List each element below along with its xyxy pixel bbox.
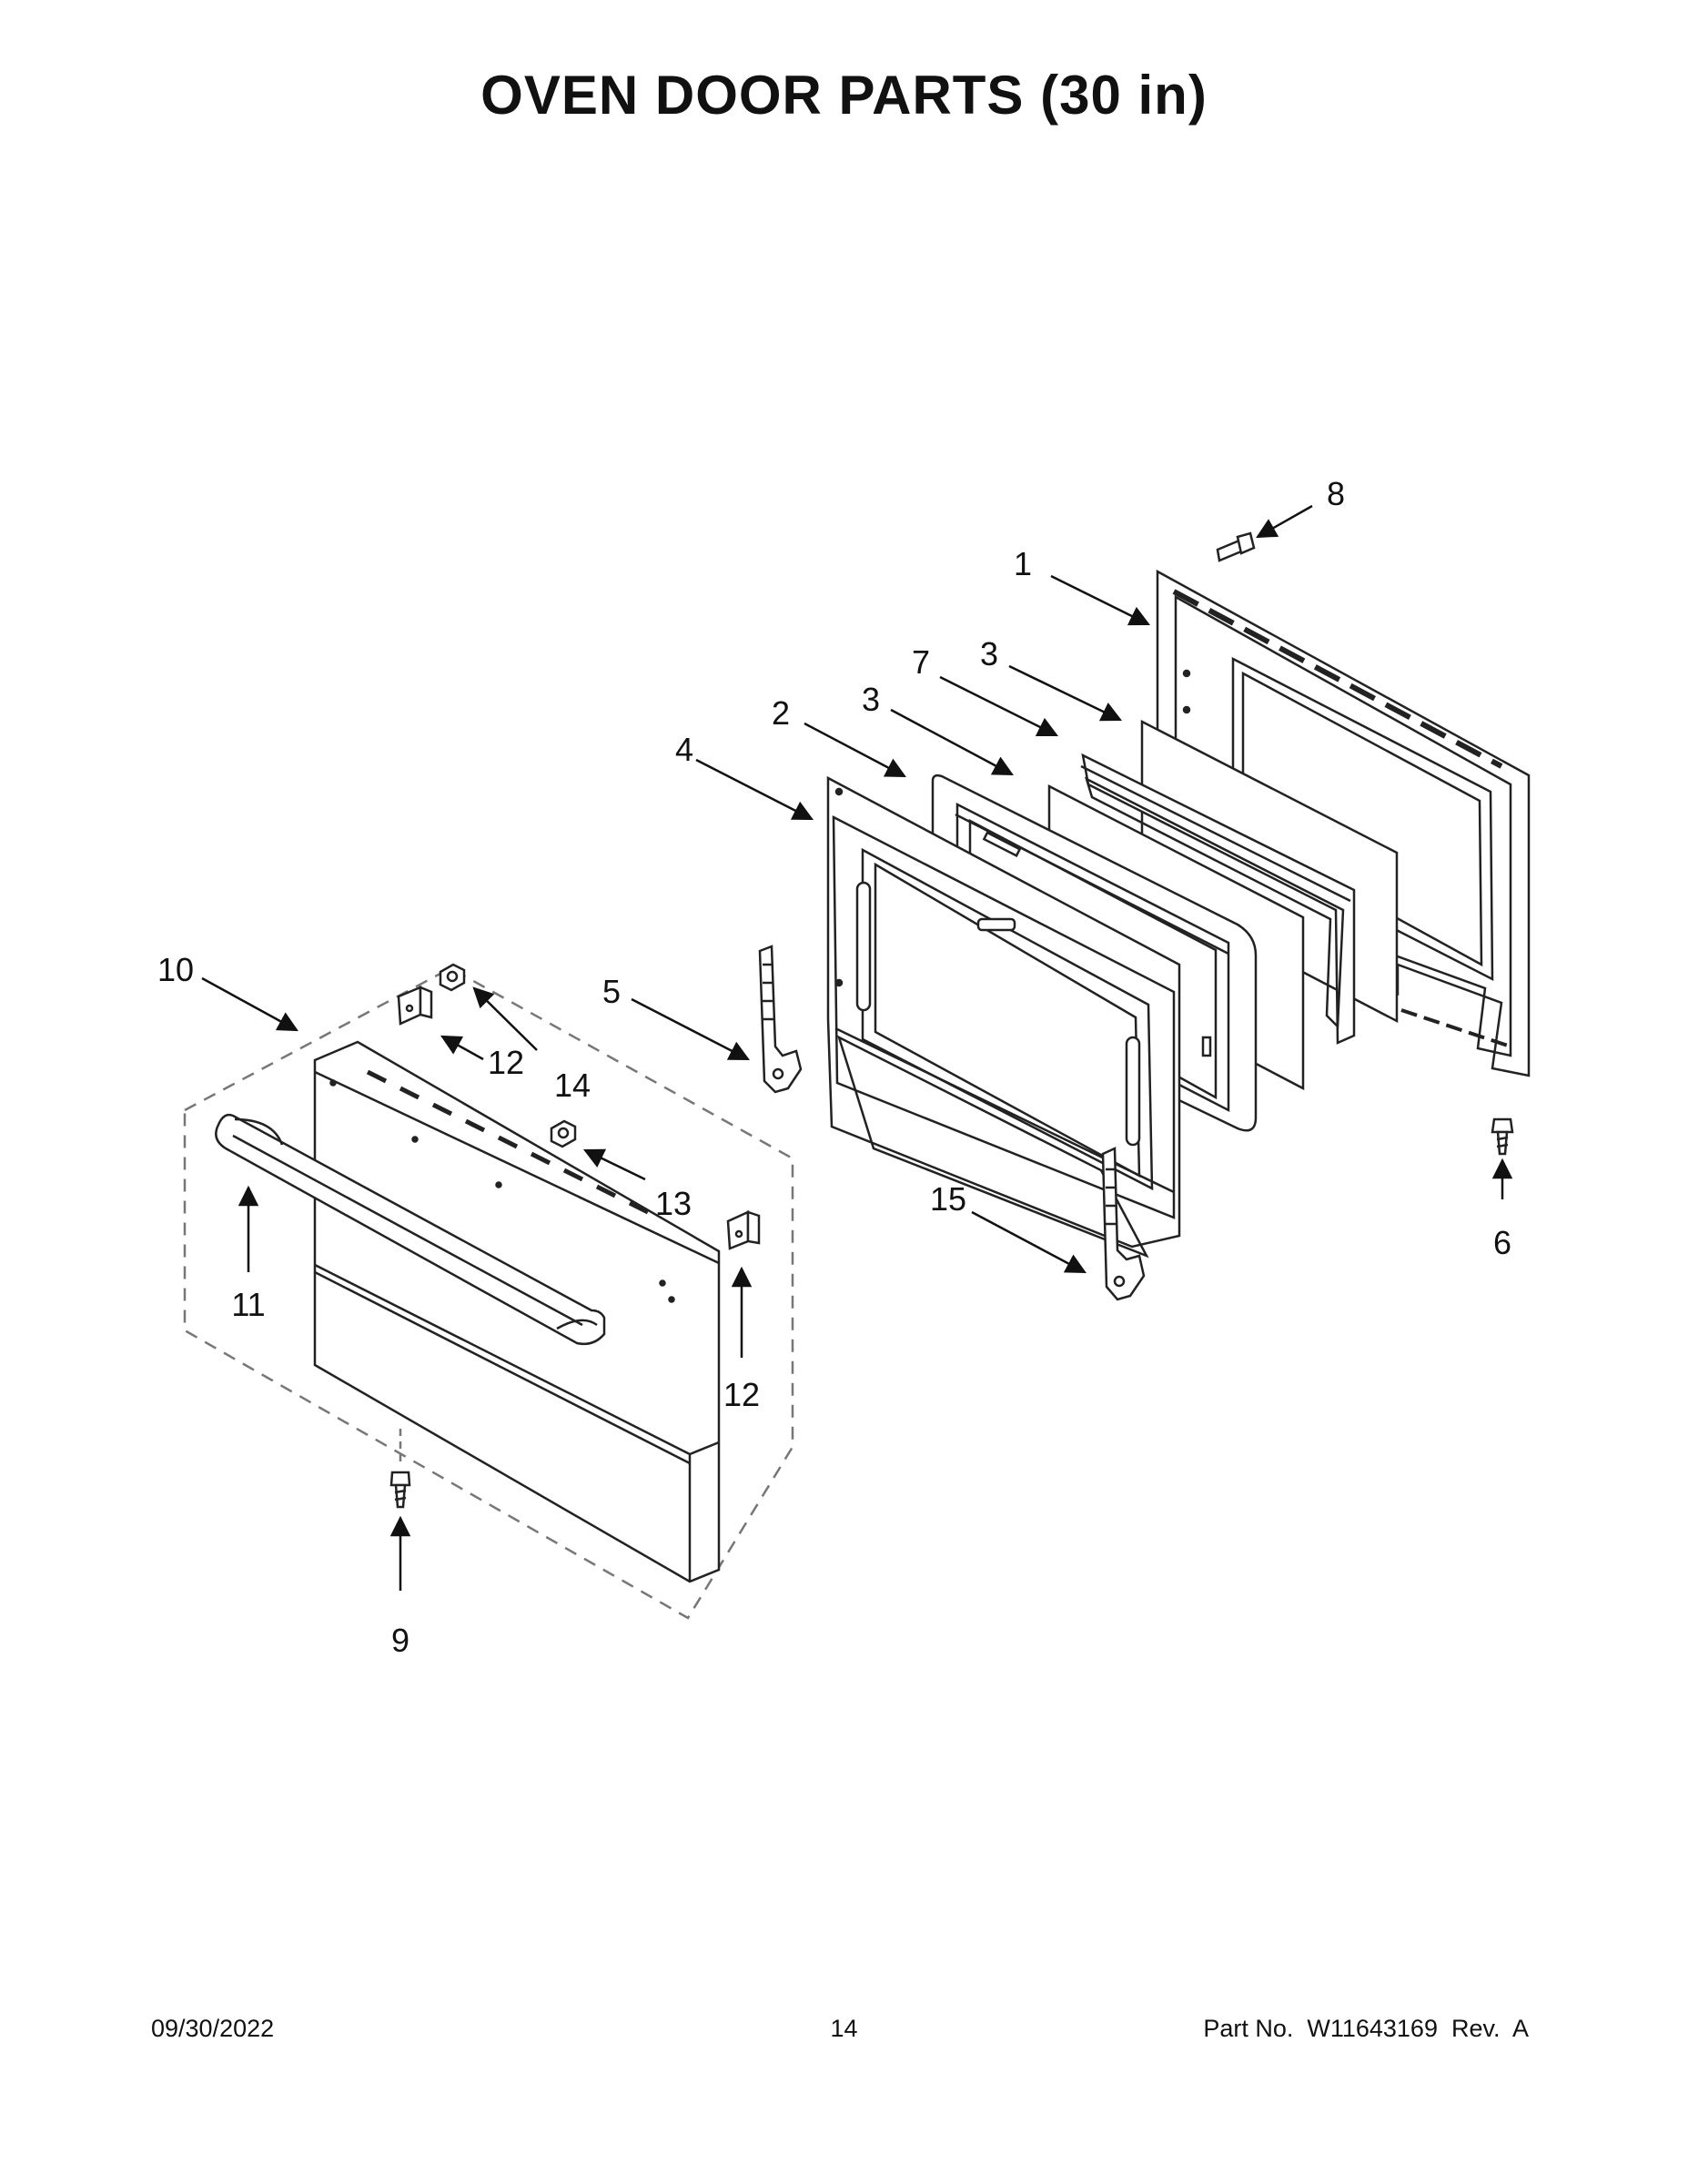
arrow-7 [939,675,1059,737]
callout-14: 14 [554,1067,591,1104]
part-5-hinge-left [758,945,803,1094]
callout-12b: 12 [723,1376,760,1413]
arrow-10 [201,976,298,1032]
arrow-1 [1050,574,1151,626]
arrow-3b [1008,664,1123,722]
page-title: OVEN DOOR PARTS (30 in) [480,65,1208,126]
part-11-handle [215,1113,606,1346]
callout-11: 11 [231,1286,265,1323]
part-7-glass-retainer [1080,753,1356,1045]
callout-10: 10 [157,951,194,988]
part-12-bracket-upper [397,986,433,1026]
callout-8: 8 [1327,475,1345,512]
footer-date: 09/30/2022 [151,2015,275,2042]
part-12-bracket-right [726,1210,761,1250]
part-1-inner-door-liner [1156,569,1531,1077]
callout-1: 1 [1014,545,1032,582]
part-15-hinge-right [1101,1147,1146,1301]
part-9-screw [389,1429,411,1509]
callout-9: 9 [391,1622,409,1659]
callout-6: 6 [1493,1224,1511,1261]
callout-4: 4 [675,731,693,768]
arrow-3a [890,708,1014,776]
callout-12a: 12 [488,1044,524,1081]
callout-3b: 3 [980,635,998,672]
callout-5: 5 [602,973,621,1010]
callout-15: 15 [930,1180,966,1218]
callout-2: 2 [772,694,790,732]
part-6-screw [1491,1117,1514,1156]
part-8-screw [1216,531,1256,562]
arrow-13 [582,1148,646,1181]
arrow-15 [971,1210,1087,1274]
outer-door-panel [313,1040,721,1583]
arrow-2 [804,722,906,778]
part-4-door-frame [826,775,1181,1259]
footer-part-number: Part No. W11643169 Rev. A [1203,2015,1529,2042]
part-13-nut [550,1119,577,1148]
leader-arrows [201,504,1513,1591]
arrow-4 [695,758,814,821]
arrow-14 [472,986,538,1051]
callout-13: 13 [655,1185,692,1222]
footer-page-number: 14 [830,2015,858,2042]
arrow-5 [631,997,750,1061]
arrow-12a [440,1035,484,1061]
callout-7: 7 [912,643,930,681]
arrow-8 [1256,504,1313,539]
part-14-nut [439,963,466,992]
callout-3a: 3 [862,681,880,718]
